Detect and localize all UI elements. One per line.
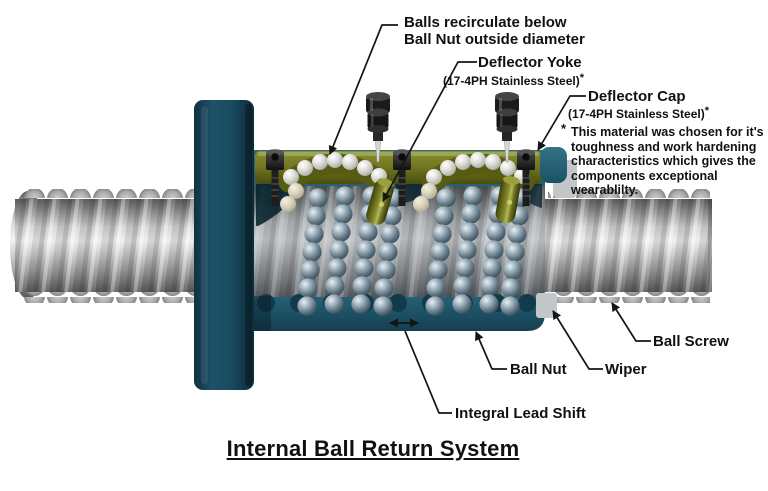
recirculating-balls [283, 152, 530, 185]
flange [194, 100, 254, 390]
diagram-title: Internal Ball Return System [226, 436, 520, 461]
wiper-bottom [536, 293, 557, 318]
leader-wiper [552, 310, 603, 370]
leader-balls-recirculate [328, 24, 398, 155]
footnote-line: characteristics which gives the [571, 154, 756, 169]
nut-bottom-band [253, 294, 545, 331]
label-integral-lead-shift: Integral Lead Shift [455, 405, 586, 422]
label-ball-screw: Ball Screw [653, 333, 729, 350]
label-balls-recirculate: Balls recirculate below Ball Nut outside… [404, 14, 585, 48]
label-balls-recirculate-line1: Balls recirculate below [404, 14, 567, 31]
label-deflector-yoke: Deflector Yoke [478, 54, 582, 71]
footnote-line: toughness and work hardening [571, 139, 757, 154]
ball-screw-left-shaft [10, 189, 200, 303]
deflector-cap-piece [540, 147, 567, 183]
leader-deflector-cap [537, 95, 586, 151]
label-wiper: Wiper [605, 361, 647, 378]
leader-integral-lead-shift [404, 330, 452, 414]
leader-ball-screw [611, 302, 651, 342]
leader-lines [328, 24, 651, 414]
label-balls-recirculate-line2: Ball Nut outside diameter [404, 31, 585, 48]
leader-deflector-yoke [382, 61, 477, 202]
asterisk-mark: * [579, 72, 585, 84]
label-deflector-yoke-material: (17-4PH Stainless Steel)* [443, 72, 585, 88]
label-ball-nut: Ball Nut [510, 361, 567, 378]
asterisk-mark: * [704, 105, 710, 117]
ball-screw-right-shaft [545, 189, 712, 303]
footnote-asterisk: * [561, 121, 567, 136]
footnote-line: This material was chosen for it's [571, 125, 764, 139]
label-deflector-cap: Deflector Cap [588, 88, 686, 105]
label-deflector-cap-material: (17-4PH Stainless Steel)* [568, 105, 710, 121]
ball-entry-balls [280, 183, 437, 212]
leader-ball-nut [475, 331, 507, 370]
footnote: * This material was chosen for it's toug… [561, 121, 768, 198]
footnote-line: components exceptional wearablilty. [571, 168, 718, 198]
